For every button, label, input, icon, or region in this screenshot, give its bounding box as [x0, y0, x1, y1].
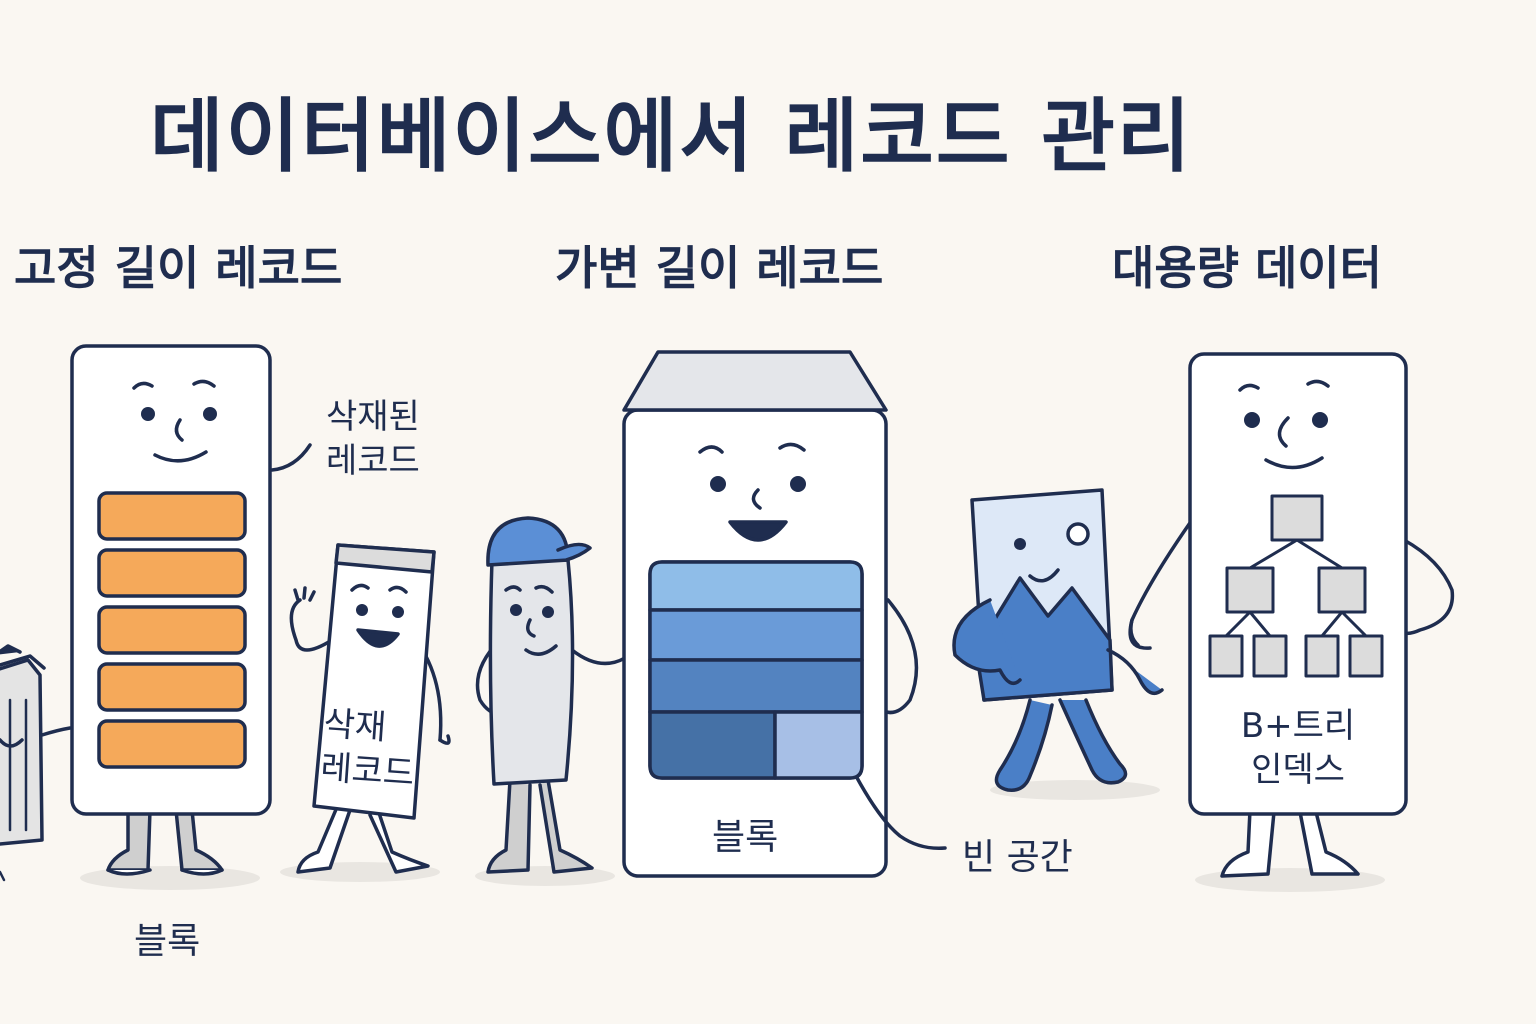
btree-index-label: B+트리 인덱스 — [1228, 704, 1368, 792]
btree-index-line2: 인덱스 — [1251, 750, 1345, 791]
variable-band-1 — [648, 560, 864, 612]
btree-diagram — [1208, 494, 1384, 678]
btree-node — [1225, 566, 1275, 614]
free-space-label: 빈 공간 — [962, 837, 1073, 878]
variable-band-4 — [648, 710, 777, 780]
fixed-record-slot — [97, 719, 247, 769]
btree-leaf-node — [1252, 634, 1288, 678]
deleted-record-callout: 삭재된 레코드 — [326, 395, 420, 483]
fixed-record-slot — [97, 605, 247, 655]
deleted-record-callout-line1: 삭재된 — [326, 397, 420, 437]
deleted-record-body-line2: 레코드 — [319, 747, 416, 795]
fixed-record-slots — [97, 491, 247, 769]
btree-leaf-node — [1208, 634, 1244, 678]
page-title: 데이터베이스에서 레코드 관리 — [150, 90, 1193, 183]
fixed-record-slot — [97, 491, 247, 541]
variable-record-bands — [648, 560, 864, 780]
variable-band-3 — [648, 658, 864, 714]
variable-block-label: 블록 — [712, 817, 779, 858]
free-space-cell — [773, 710, 864, 780]
fixed-record-slot — [97, 548, 247, 598]
btree-index-line1: B+트리 — [1240, 706, 1356, 746]
btree-node — [1317, 566, 1367, 614]
fixed-block-label: 블록 — [134, 921, 201, 962]
fixed-record-slot — [97, 662, 247, 712]
cap-record-character — [475, 516, 627, 874]
trash-can-character — [0, 644, 72, 882]
section-heading-large: 대용량 데이터 — [1112, 241, 1382, 295]
deleted-record-body-label: 삭재 레코드 — [319, 702, 419, 797]
btree-root-node — [1270, 494, 1324, 542]
section-heading-fixed: 고정 길이 레코드 — [14, 241, 343, 295]
image-blob-character — [952, 488, 1164, 792]
btree-leaf-node — [1304, 634, 1340, 678]
deleted-record-callout-line2: 레코드 — [326, 441, 420, 482]
deleted-record-body-line1: 삭재 — [322, 703, 388, 749]
deleted-record-character — [289, 543, 451, 874]
variable-band-2 — [648, 608, 864, 662]
section-heading-variable: 가변 길이 레코드 — [555, 241, 884, 295]
index-block-character — [1128, 352, 1455, 878]
btree-leaf-node — [1348, 634, 1384, 678]
